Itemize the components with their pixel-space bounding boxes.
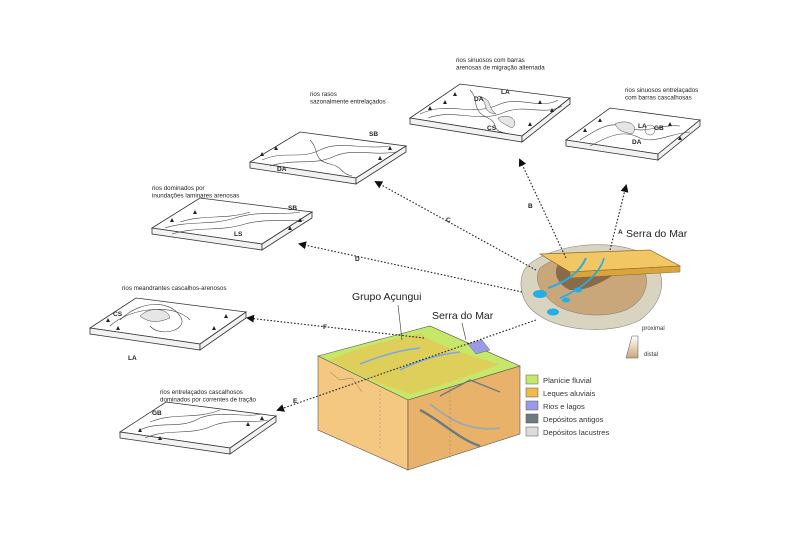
tree-icon (170, 218, 174, 222)
block-b-label-da: DA (474, 96, 484, 103)
tree-icon (388, 146, 392, 150)
block-diagram-f: CS LA (88, 297, 248, 362)
arrow-letter-a: A (618, 229, 623, 236)
legend-swatch (525, 400, 539, 411)
block-f-label-cs: CS (113, 311, 123, 318)
tree-icon (260, 416, 264, 420)
block-a-label-gb: GB (654, 125, 664, 132)
arrow-letter-b: B (528, 203, 533, 210)
arrow-letter-f: F (323, 324, 327, 331)
legend-swatch (525, 374, 539, 385)
legend-swatch (525, 387, 539, 398)
caption-b-line: rios sinuosos com barras arenosas de mig… (456, 57, 545, 72)
label-serra-do-mar-block: Serra do Mar (432, 310, 494, 322)
legend-swatch (525, 426, 539, 437)
block-diagram-b: DA LA CS (408, 83, 571, 143)
block-diagram-e: GB (118, 401, 278, 455)
legend-label: Planície fluvial (543, 376, 592, 385)
tree-icon (274, 146, 278, 150)
tree-icon (678, 136, 682, 140)
block-diagram-c: SB DA (248, 131, 408, 185)
tree-icon (260, 152, 264, 156)
arrow-a (609, 184, 629, 251)
tree-icon (538, 100, 542, 104)
tree-icon (138, 428, 142, 432)
main-block-diagram: Grupo Açungui Serra do Mar (317, 291, 521, 471)
block-e-label-gb: GB (152, 410, 162, 417)
tree-icon (158, 436, 162, 440)
block-d-label-sb: SB (288, 205, 297, 212)
block-f-label-la: LA (128, 355, 137, 362)
tree-icon (212, 326, 216, 330)
block-diagram-a: LA GB DA (564, 107, 701, 161)
tree-icon (378, 156, 382, 160)
block-b-label-cs: CS (487, 125, 497, 132)
block-c-label-sb: SB (369, 131, 378, 138)
tree-icon (428, 106, 432, 110)
caption-e: rios entrelaçados cascalhosos (160, 389, 243, 396)
gradient-proximal: proximal (642, 326, 665, 332)
arrow-letter-c: C (446, 217, 451, 224)
tree-icon (598, 118, 602, 122)
label-serra-do-mar-main: Serra do Mar (626, 228, 688, 240)
tree-icon (453, 92, 457, 96)
tree-icon (193, 210, 197, 214)
tree-icon (583, 128, 587, 132)
tree-icon (246, 422, 250, 426)
arrow-f (246, 314, 425, 339)
arrow-d (298, 241, 523, 293)
block-c-label-da: DA (277, 166, 287, 173)
label-grupo-acungui: Grupo Açungui (352, 291, 421, 303)
caption-e-line1: rios entrelaçados cascalhosos dominados … (160, 389, 257, 404)
tree-icon (106, 318, 110, 322)
proximal-distal-gradient: proximal distal (625, 326, 665, 359)
arrow-c (374, 181, 537, 271)
legend-label: Leques aluviais (543, 389, 596, 398)
gradient-distal: distal (644, 352, 658, 358)
block-d-label-ls: LS (234, 231, 243, 238)
tree-icon (298, 218, 302, 222)
legend-label: Rios e lagos (543, 402, 585, 411)
tree-icon (288, 226, 292, 230)
tree-icon (528, 122, 532, 126)
alluvial-fan-map: Serra do Mar (520, 228, 688, 330)
arrow-letter-d: D (355, 256, 360, 263)
tree-icon (550, 108, 554, 112)
tree-icon (443, 100, 447, 104)
block-a-label-la: LA (638, 123, 647, 130)
tree-icon (116, 326, 120, 330)
block-b-label-la: LA (501, 89, 510, 96)
tree-icon (668, 122, 672, 126)
caption-b: rios sinuosos com barras (456, 57, 525, 64)
arrow-b (518, 158, 567, 259)
arrow-letter-e: E (293, 398, 298, 405)
caption-f: rios meandrantes cascalhos-arenosos (122, 285, 227, 292)
block-a-label-da: DA (632, 139, 642, 146)
tree-icon (224, 314, 228, 318)
legend-label: Depósitos lacustres (543, 428, 609, 437)
legend-swatch (525, 413, 539, 424)
block-diagram-d: SB LS (150, 197, 314, 251)
connection-arrows: A B C D F E (246, 158, 629, 412)
legend-label: Depósitos antigos (543, 415, 604, 424)
arrow-e (276, 319, 537, 412)
